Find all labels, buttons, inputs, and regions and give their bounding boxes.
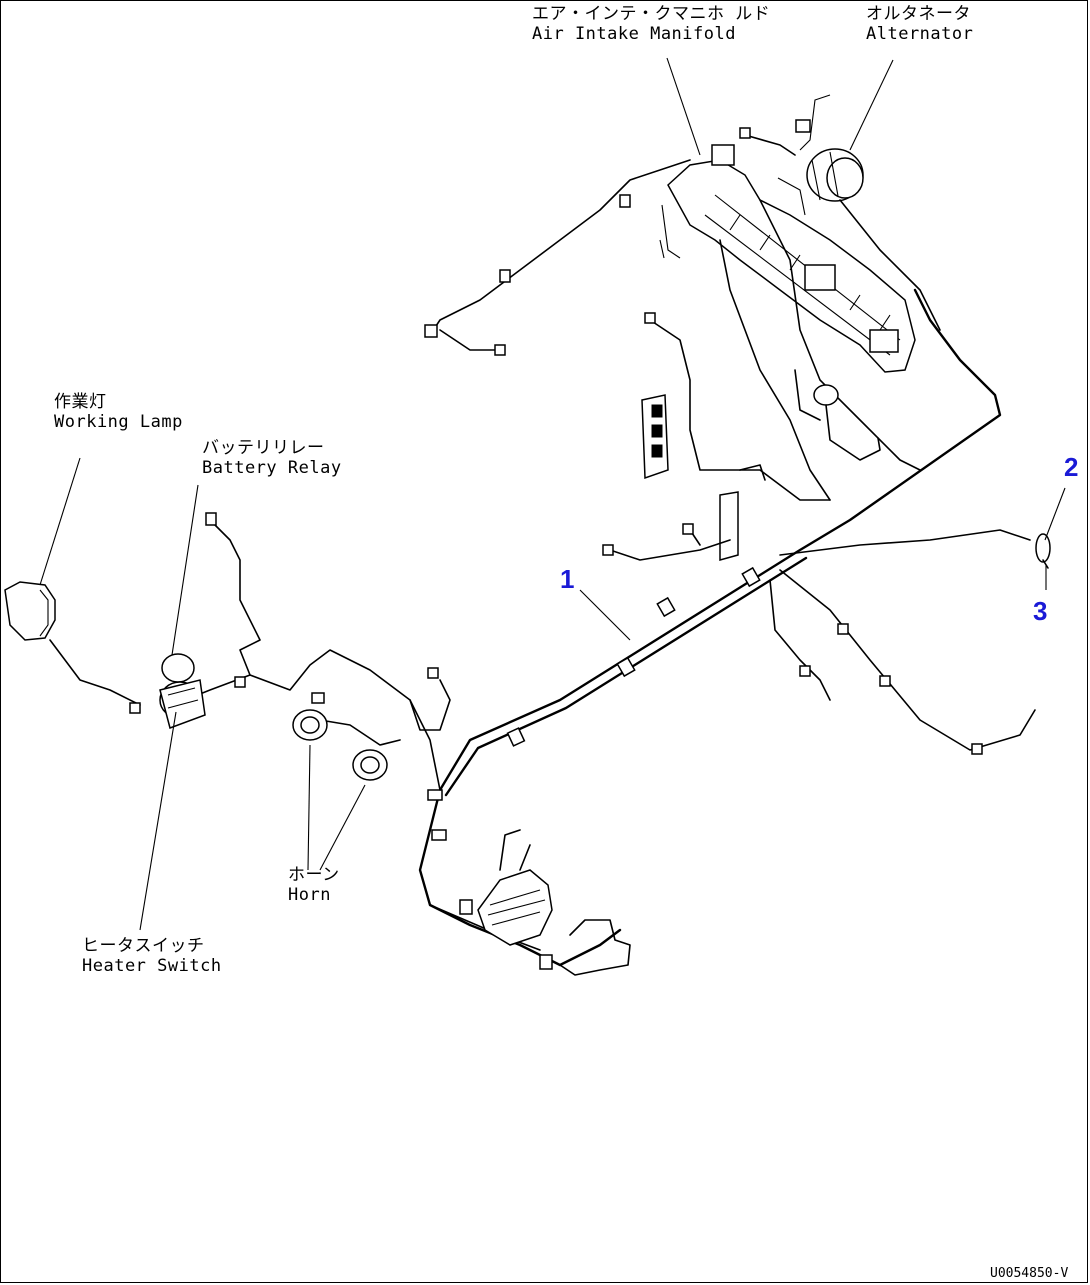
alternator-label-jp: オルタネータ <box>866 4 971 24</box>
horn-label-jp: ホーン <box>288 865 340 885</box>
leader-lines <box>39 57 1066 931</box>
air-intake-label-jp: エア・インテ・クマニホ ルド <box>532 4 771 24</box>
heater-switch-label-jp: ヒータスイッチ <box>82 936 205 956</box>
cab-connector <box>477 829 631 976</box>
alternator <box>777 94 864 216</box>
battery-relay-label-en: Battery Relay <box>202 458 342 478</box>
callout-1: 1 <box>560 564 575 594</box>
battery-relay-label-jp: バッテリリレー <box>202 438 325 458</box>
working-lamp <box>4 581 56 641</box>
air-intake-label-en: Air Intake Manifold <box>532 24 736 44</box>
relay-bracket <box>602 369 881 561</box>
horn <box>292 709 388 781</box>
horn-label-en: Horn <box>288 885 331 905</box>
callout-2: 2 <box>1064 452 1079 482</box>
upper-branches <box>424 127 941 501</box>
callout-3: 3 <box>1033 596 1048 626</box>
working-lamp-label-jp: 作業灯 <box>54 392 107 412</box>
heater-switch-label-en: Heater Switch <box>82 956 222 976</box>
left-branches <box>49 512 451 791</box>
air-intake-manifold <box>659 144 916 373</box>
working-lamp-label-en: Working Lamp <box>54 412 183 432</box>
main-harness <box>418 288 1002 970</box>
right-branches <box>769 529 1051 755</box>
battery-relay-heater-switch <box>159 653 206 729</box>
drawing-code: U0054850-V <box>990 1266 1069 1281</box>
alternator-label-en: Alternator <box>866 24 974 44</box>
